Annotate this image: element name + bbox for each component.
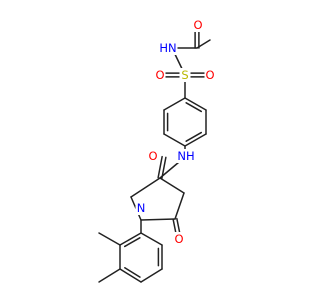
- double-bond-r1-r2-inner: [185, 102, 203, 113]
- single-bond-b3-me2: [98, 268, 121, 283]
- single-bond-c5-n1: [140, 218, 176, 221]
- double-bond-b3-b4: [119, 268, 142, 283]
- atom-bg-nh_amide: [176, 149, 196, 163]
- atom-label-n_ring: N: [137, 201, 146, 215]
- double-bond-r3-r4-inner: [185, 131, 203, 142]
- double-bond-c3-cam-a: [161, 156, 167, 180]
- atom-bg-o_lactam: [173, 232, 185, 246]
- double-bond-b3-b4-inner: [124, 267, 141, 278]
- atom-bg-o_acetyl: [192, 18, 204, 32]
- atom-bg-o_sulfonyl_left: [154, 68, 166, 82]
- single-bond-c3-c2: [130, 177, 161, 198]
- single-bond-b6-b1: [140, 232, 163, 246]
- atom-label-o_sulfonyl_left: O: [155, 68, 164, 82]
- molecule-canvas: HN O S O O NH O N O: [98, 18, 216, 283]
- double-bond-b1-b2: [119, 232, 142, 246]
- double-bond-r1-r2: [184, 97, 207, 111]
- atom-label-nh_amide: NH: [177, 149, 194, 163]
- single-bond-c4-c5: [174, 192, 185, 220]
- atom-label-o_sulfonyl_right: O: [205, 68, 214, 82]
- structure-diagram: HN O S O O NH O N O: [98, 18, 216, 283]
- single-bond-r6-r1: [163, 97, 186, 111]
- atom-bg-nh_top: [158, 41, 178, 55]
- single-bond-r4-r5: [163, 133, 186, 147]
- atom-bg-n_ring: [135, 201, 147, 215]
- single-bond-b2-me1: [98, 232, 121, 246]
- atom-label-o_amide: O: [148, 149, 157, 163]
- atom-label-o_lactam: O: [174, 232, 183, 246]
- atom-label-o_acetyl: O: [193, 18, 202, 32]
- atom-label-s_sulfonyl: S: [181, 68, 188, 82]
- atom-bg-o_amide: [147, 149, 159, 163]
- single-bond-c3-c4: [159, 177, 185, 194]
- single-bond-b4-b5: [140, 268, 163, 283]
- atom-bg-s_sulfonyl: [179, 68, 191, 82]
- atom-bg-o_sulfonyl_right: [204, 68, 216, 82]
- double-bond-r3-r4: [184, 133, 207, 147]
- double-bond-c3-cam-b: [157, 155, 163, 179]
- atom-label-nh_top: HN: [159, 41, 176, 55]
- double-bond-b1-b2-inner: [123, 237, 141, 248]
- atom-labels-layer: HN O S O O NH O N O: [135, 18, 216, 246]
